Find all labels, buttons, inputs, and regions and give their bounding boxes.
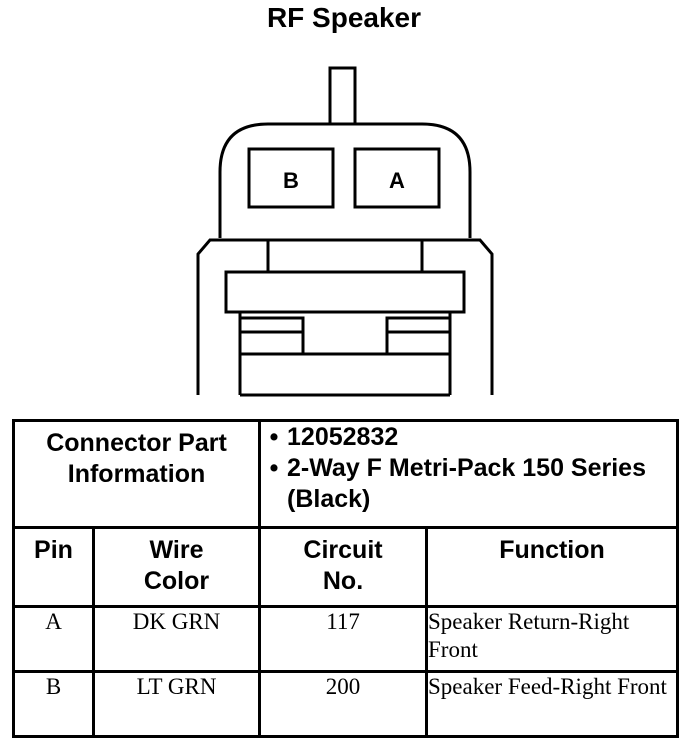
part-info-values: •12052832 •2-Way F Metri-Pack 150 Series… bbox=[258, 419, 680, 529]
right-terminal-slot bbox=[385, 316, 452, 356]
wire-color-header: Wire Color bbox=[91, 526, 262, 608]
wire-color-cell: DK GRN bbox=[91, 605, 262, 673]
function-cell: Speaker Feed-Right Front bbox=[425, 670, 680, 738]
cavity-b-outline bbox=[247, 147, 335, 209]
circuit-no-header: Circuit No. bbox=[258, 526, 429, 608]
connector-upper-body bbox=[218, 122, 472, 238]
pin-header: Pin bbox=[12, 526, 95, 608]
circuit-cell: 117 bbox=[258, 605, 429, 673]
terminal-housing bbox=[224, 270, 466, 314]
connector-drawing: B A bbox=[196, 66, 494, 397]
diagram-title: RF Speaker bbox=[266, 2, 422, 33]
column-header-row: Pin Wire Color Circuit No. Function bbox=[12, 526, 680, 608]
wire-color-cell: LT GRN bbox=[91, 670, 262, 738]
function-cell: Speaker Return-Right Front bbox=[425, 605, 680, 673]
cavity-a-label: A bbox=[389, 168, 405, 193]
cavity-b-label: B bbox=[283, 168, 299, 193]
cavity-a-outline bbox=[353, 147, 441, 209]
connector-latch-tab bbox=[328, 66, 357, 126]
part-info-label: Connector Part Information bbox=[11, 419, 262, 529]
part-description-item: •2-Way F Metri-Pack 150 Series (Black) bbox=[269, 454, 646, 513]
table-row: B LT GRN 200 Speaker Feed-Right Front bbox=[12, 670, 680, 738]
circuit-cell: 200 bbox=[258, 670, 429, 738]
part-number-item: •12052832 bbox=[269, 423, 399, 451]
table-row: A DK GRN 117 Speaker Return-Right Front bbox=[12, 605, 680, 673]
pin-cell: B bbox=[12, 670, 95, 738]
part-info-row: Connector Part Information •12052832 •2-… bbox=[11, 419, 680, 529]
function-header: Function bbox=[425, 526, 680, 608]
connector-lower-body bbox=[196, 238, 494, 395]
connector-info-table: Connector Part Information •12052832 •2-… bbox=[11, 419, 680, 738]
pin-cell: A bbox=[12, 605, 95, 673]
left-terminal-slot bbox=[238, 316, 305, 356]
